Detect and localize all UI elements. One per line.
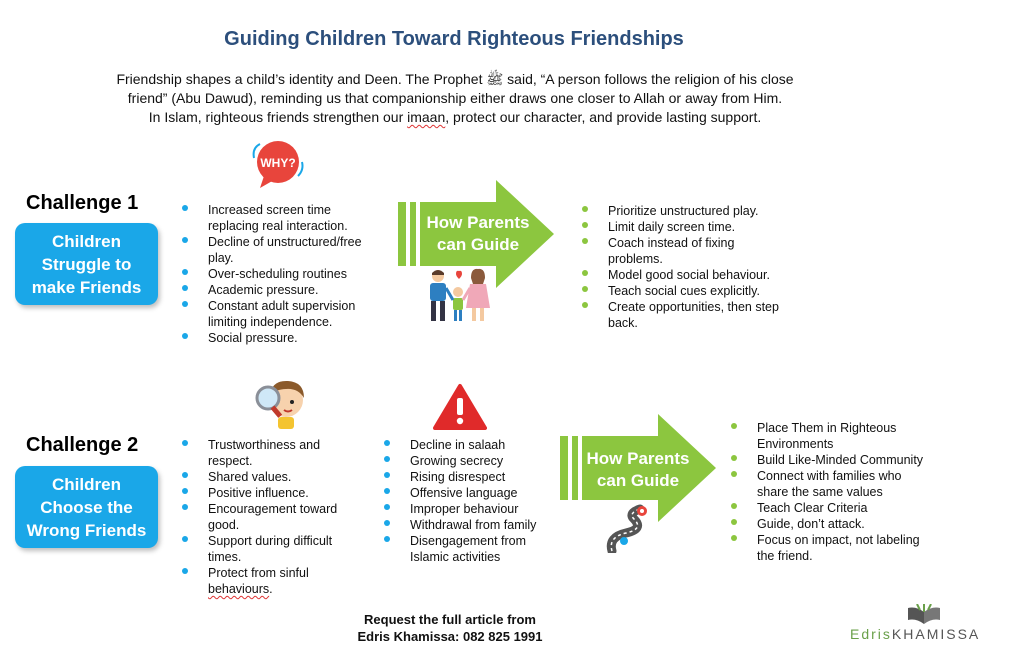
list-item: Support during difficult times. xyxy=(182,533,357,565)
intro-imaan-word: imaan xyxy=(407,109,446,125)
list-item: Create opportunities, then step back. xyxy=(582,299,782,331)
intro-line-3-start: In Islam, righteous friends strengthen o… xyxy=(148,109,408,125)
list-item: Offensive language xyxy=(384,485,564,501)
challenge-2-warning-signs-list: Decline in salaah Growing secrecy Rising… xyxy=(384,437,564,565)
warning-triangle-icon xyxy=(433,383,487,431)
challenge-2-box: Children Choose the Wrong Friends xyxy=(15,466,158,548)
list-item: Shared values. xyxy=(182,469,357,485)
list-item: Place Them in Righteous Environments xyxy=(731,420,936,452)
challenge-1-guidance-list: Prioritize unstructured play. Limit dail… xyxy=(582,203,782,331)
list-item: Coach instead of fixing problems. xyxy=(582,235,782,267)
challenge-1-box-line: Struggle to xyxy=(41,254,132,274)
list-item: Positive influence. xyxy=(182,485,357,501)
list-item: Teach social cues explicitly. xyxy=(582,283,782,299)
challenge-2-label: Challenge 2 xyxy=(26,434,139,456)
list-item: Constant adult supervision limiting inde… xyxy=(182,298,372,330)
challenge-1-label: Challenge 1 xyxy=(26,192,139,214)
arrow-1-text-line: can Guide xyxy=(436,235,520,254)
winding-road-icon xyxy=(606,503,656,556)
list-item: Trustworthiness and respect. xyxy=(182,437,357,469)
challenge-2-guidance-list: Place Them in Righteous Environments Bui… xyxy=(731,420,936,564)
list-item: Improper behaviour xyxy=(384,501,564,517)
intro-line-3-end: , protect our character, and provide las… xyxy=(445,109,762,125)
intro-line-1: Friendship shapes a child’s identity and… xyxy=(116,71,794,87)
arrow-2-text-line: can Guide xyxy=(596,471,680,490)
list-item: Limit daily screen time. xyxy=(582,219,782,235)
brand-first-name: Edris xyxy=(850,626,892,642)
challenge-1-causes-list: Increased screen time replacing real int… xyxy=(182,202,372,346)
list-item-text-end: . xyxy=(269,582,273,596)
challenge-2-box-line: Children xyxy=(52,474,121,494)
open-book-icon xyxy=(906,603,942,626)
list-item: Over-scheduling routines xyxy=(182,266,372,282)
list-item: Academic pressure. xyxy=(182,282,372,298)
list-item: Encouragement toward good. xyxy=(182,501,357,533)
magnifying-glass-child-icon xyxy=(250,376,310,432)
family-icon xyxy=(420,268,496,324)
list-item: Focus on impact, not labeling the friend… xyxy=(731,532,936,564)
list-item: Decline of unstructured/free play. xyxy=(182,234,372,266)
footer-line: Request the full article from xyxy=(364,612,536,627)
page-title: Guiding Children Toward Righteous Friend… xyxy=(224,28,684,50)
intro-line-2: friend” (Abu Dawud), reminding us that c… xyxy=(127,90,783,106)
list-item-text: Protect from sinful xyxy=(208,566,309,580)
brand-last-name: KHAMISSA xyxy=(891,626,981,642)
why-speech-bubble-icon: WHY? xyxy=(250,138,306,190)
list-item: Prioritize unstructured play. xyxy=(582,203,782,219)
list-item: Social pressure. xyxy=(182,330,372,346)
intro-line-3: In Islam, righteous friends strengthen o… xyxy=(60,108,850,127)
challenge-1-box-line: make Friends xyxy=(31,277,142,297)
intro-paragraph: Friendship shapes a child’s identity and… xyxy=(60,70,850,127)
why-badge-text: WHY? xyxy=(260,156,295,170)
list-item: Increased screen time replacing real int… xyxy=(182,202,372,234)
how-parents-guide-arrow-2: How Parents can Guide xyxy=(560,414,730,524)
challenge-1-box-line: Children xyxy=(52,231,121,251)
list-item: Decline in salaah xyxy=(384,437,564,453)
list-item: Growing secrecy xyxy=(384,453,564,469)
arrow-2-text-line: How Parents xyxy=(586,449,690,468)
challenge-1-box: Children Struggle to make Friends xyxy=(15,223,158,305)
challenge-2-qualities-list: Trustworthiness and respect. Shared valu… xyxy=(182,437,357,597)
arrow-1-text-line: How Parents xyxy=(426,213,530,232)
how-parents-guide-arrow-1: How Parents can Guide xyxy=(398,180,568,290)
list-item: Build Like-Minded Community xyxy=(731,452,936,468)
list-item: Teach Clear Criteria xyxy=(731,500,936,516)
footer-contact: Edris Khamissa: 082 825 1991 xyxy=(357,629,543,644)
list-item: Rising disrespect xyxy=(384,469,564,485)
challenge-2-box-line: Choose the xyxy=(40,497,133,517)
footer-request: Request the full article from Edris Kham… xyxy=(300,611,600,645)
list-item: Disengagement from Islamic activities xyxy=(384,533,564,565)
list-item: Withdrawal from family xyxy=(384,517,564,533)
list-item: Protect from sinful behaviours. xyxy=(182,565,357,597)
brand-logo-text: EdrisKHAMISSA xyxy=(850,626,980,642)
list-item: Connect with families who share the same… xyxy=(731,468,936,500)
challenge-2-box-line: Wrong Friends xyxy=(26,520,147,540)
list-item: Model good social behaviour. xyxy=(582,267,782,283)
list-item-text-underlined: behaviours xyxy=(208,582,270,596)
list-item: Guide, don’t attack. xyxy=(731,516,936,532)
